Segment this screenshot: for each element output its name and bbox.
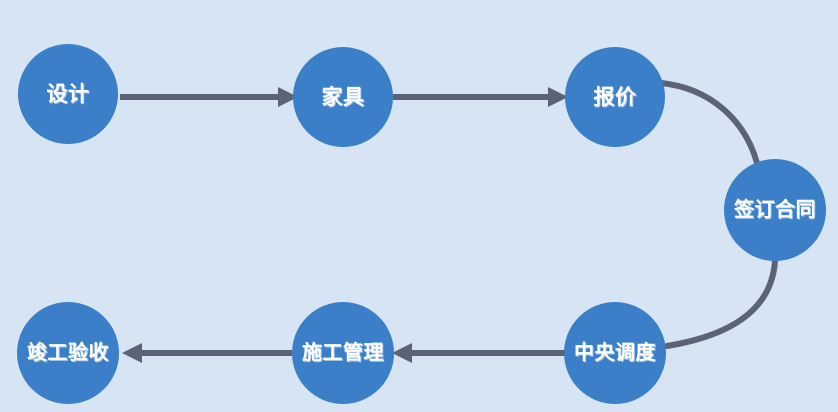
node-quotation[interactable]: 报价 [565,47,665,147]
node-design[interactable]: 设计 [18,44,118,144]
node-contract[interactable]: 签订合同 [724,159,826,261]
arrowhead-icon [278,87,298,107]
node-acceptance[interactable]: 竣工验收 [17,302,119,404]
node-design-label: 设计 [46,82,90,106]
node-quotation-label: 报价 [593,85,637,109]
node-dispatch[interactable]: 中央调度 [564,302,666,404]
node-furniture-label: 家具 [321,85,365,109]
arrowhead-icon [122,343,142,363]
arrowhead-icon [392,343,412,363]
node-construction[interactable]: 施工管理 [292,302,394,404]
connector-contract-to-dispatch [664,258,778,349]
node-acceptance-label: 竣工验收 [27,342,109,364]
node-dispatch-label: 中央调度 [574,342,656,364]
connector-furniture-to-quotation [393,87,568,107]
node-construction-label: 施工管理 [302,342,384,364]
connector-construction-to-acceptance [122,343,292,363]
node-furniture[interactable]: 家具 [293,47,393,147]
arrowhead-icon [548,87,568,107]
connector-quotation-to-contract [658,80,760,166]
connector-design-to-furniture [120,87,298,107]
node-contract-label: 签订合同 [734,199,816,221]
